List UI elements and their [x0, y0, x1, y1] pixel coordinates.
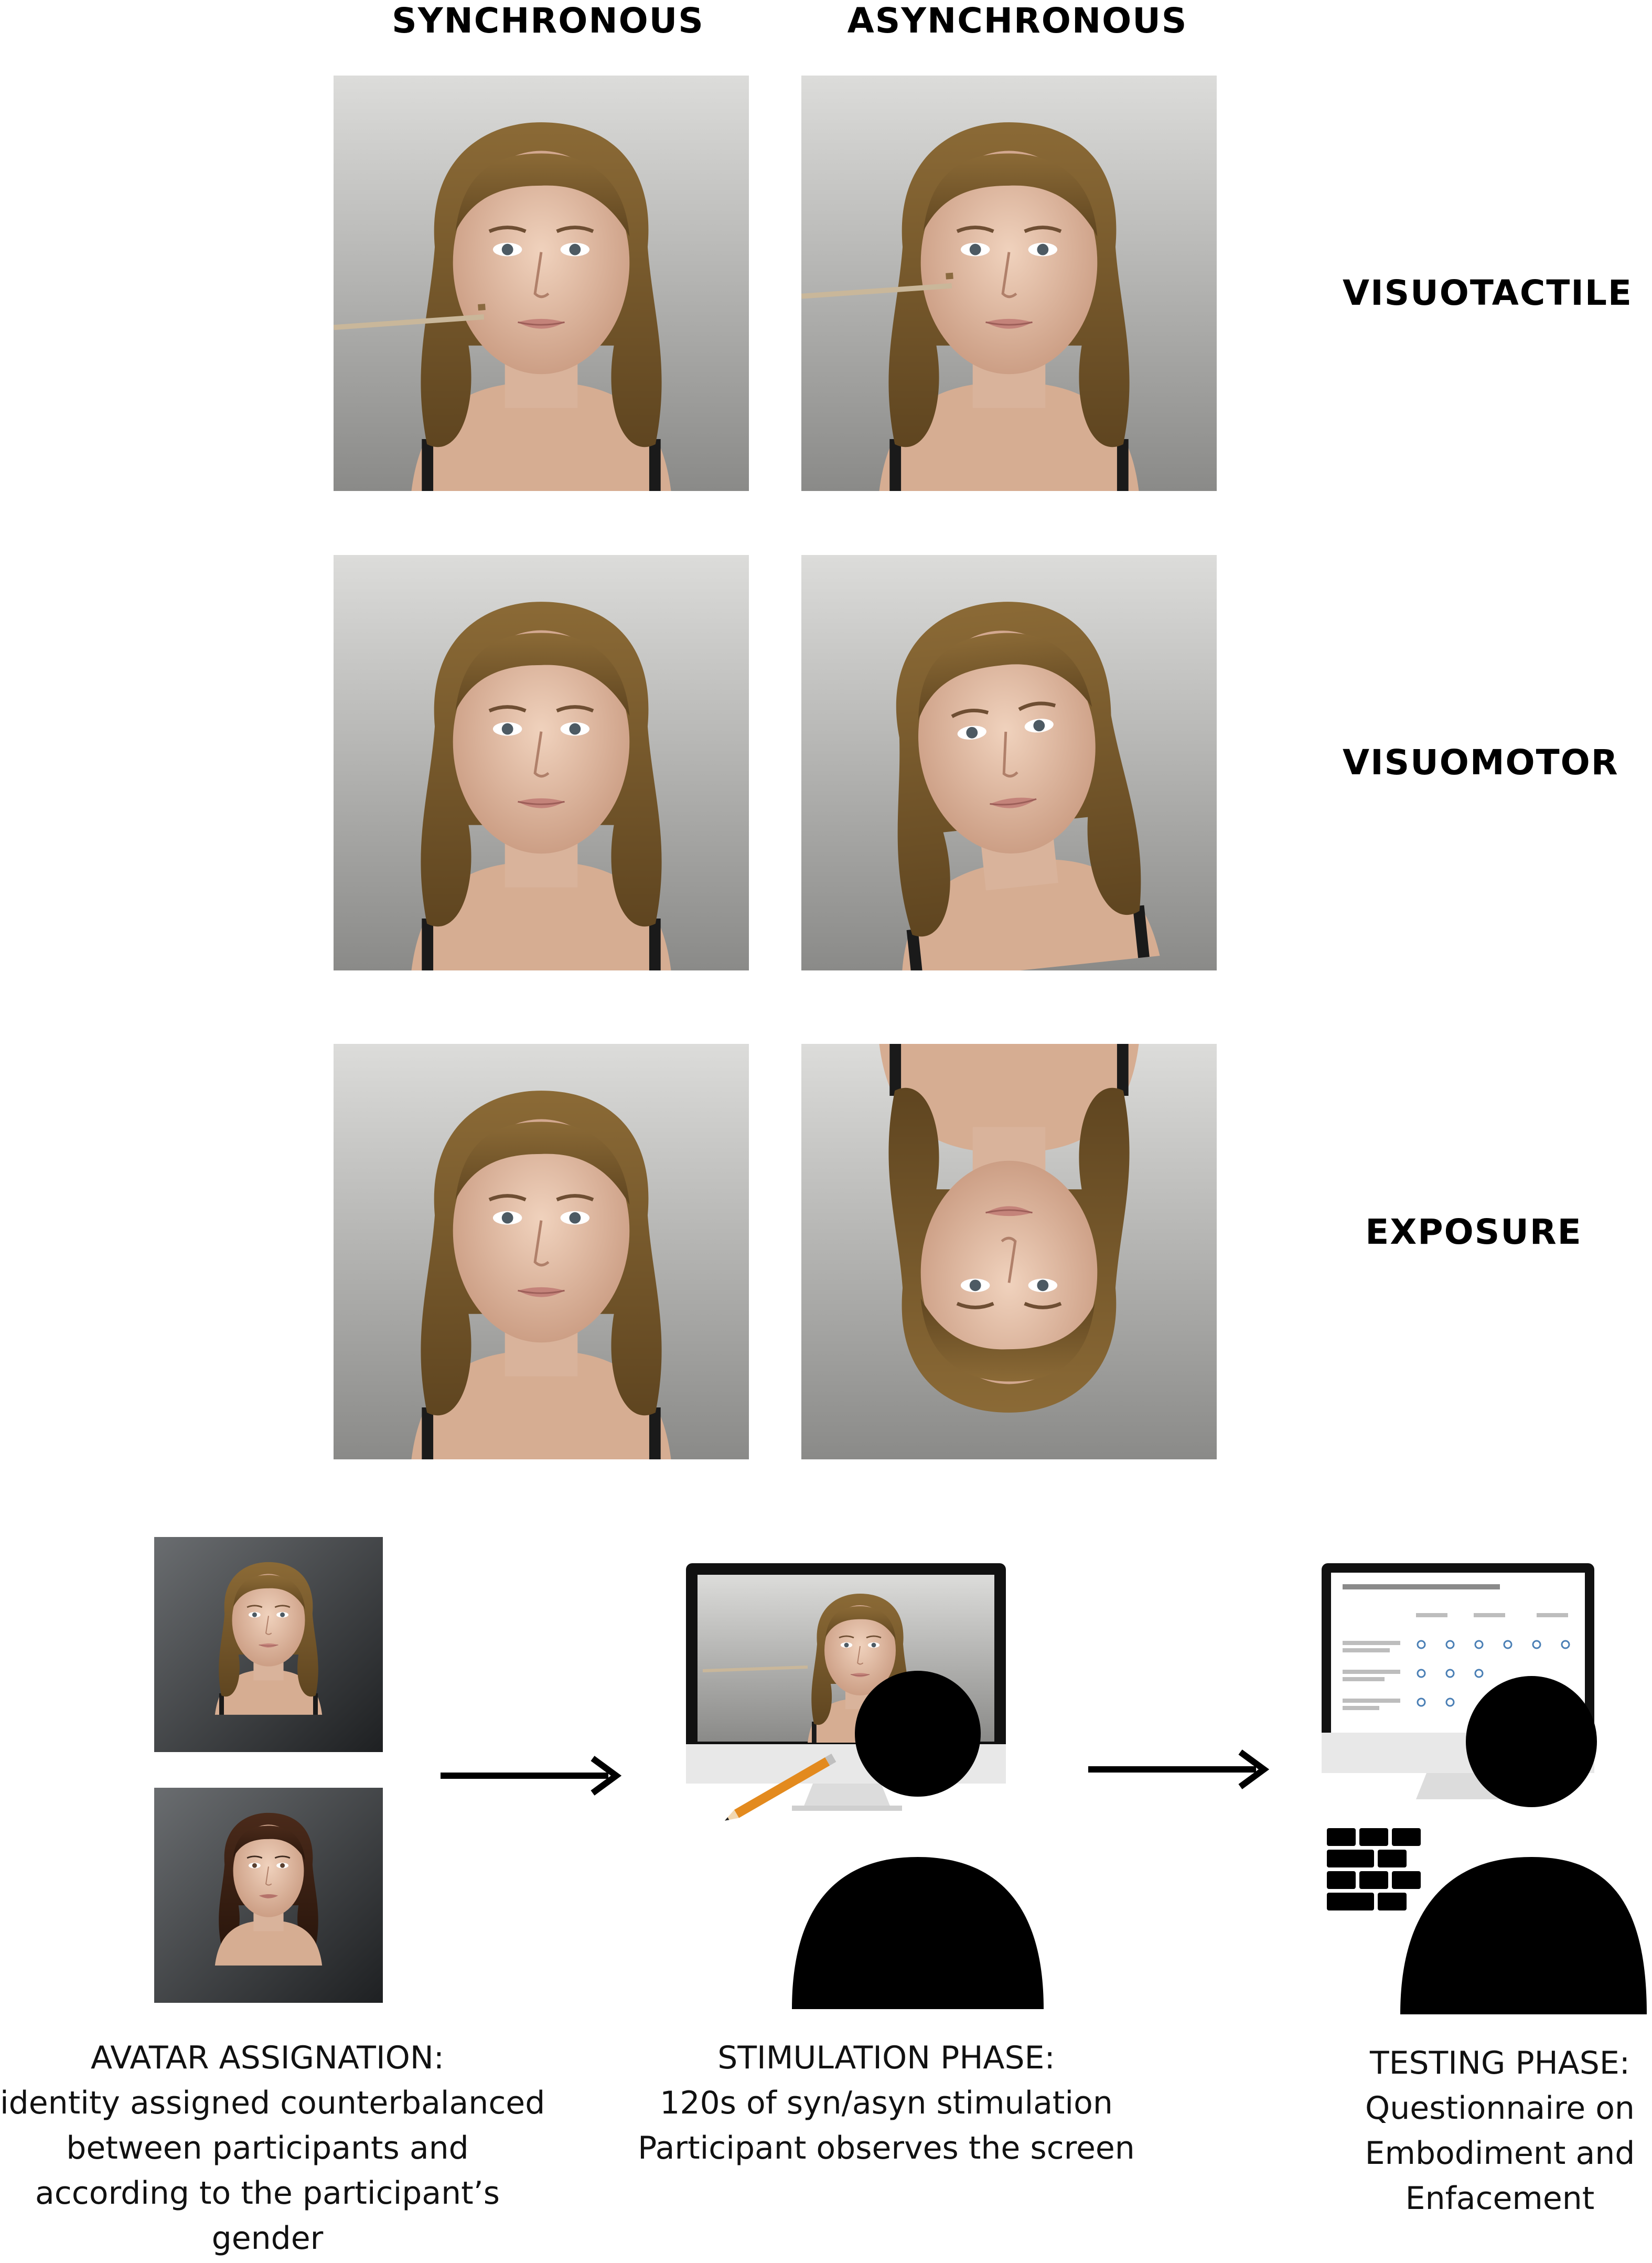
caption-line: between participants and: [66, 2130, 469, 2166]
arrow-right-icon: [441, 1756, 622, 1796]
caption-line: according to the participant’s: [35, 2175, 500, 2212]
caption-line: STIMULATION PHASE:: [717, 2040, 1055, 2076]
caption-line: AVATAR ASSIGNATION:: [91, 2040, 444, 2076]
caption-line: TESTING PHASE:: [1370, 2045, 1630, 2081]
avatar-visuotactile-synchronous: [334, 76, 749, 491]
stimulation-monitor-participant-icon: [686, 1563, 1044, 2009]
caption-line: Enfacement: [1405, 2180, 1595, 2217]
testing-monitor-participant-icon: [1322, 1563, 1647, 2014]
row-label-visuomotor: VISUOMOTOR: [1343, 742, 1619, 783]
row-label-exposure: EXPOSURE: [1365, 1212, 1582, 1252]
column-header-synchronous: SYNCHRONOUS: [392, 1, 704, 41]
caption-line: Participant observes the screen: [638, 2130, 1135, 2166]
avatar-option-female-2: [154, 1788, 383, 2003]
arrow-right-icon: [1088, 1749, 1270, 1789]
caption-line: 120s of syn/asyn stimulation: [660, 2085, 1113, 2121]
caption-avatar-assignation: AVATAR ASSIGNATION: identity assigned co…: [0, 2035, 545, 2261]
avatar-option-female-1: [154, 1537, 383, 1752]
caption-line: Questionnaire on: [1365, 2090, 1635, 2127]
avatar-visuomotor-asynchronous: [801, 555, 1217, 970]
avatar-visuomotor-synchronous: [334, 555, 749, 970]
caption-stimulation-phase: STIMULATION PHASE: 120s of syn/asyn stim…: [614, 2035, 1159, 2171]
caption-line: gender: [211, 2220, 324, 2257]
column-header-asynchronous: ASYNCHRONOUS: [847, 1, 1188, 41]
avatar-visuotactile-asynchronous: [801, 76, 1217, 491]
caption-line: Embodiment and: [1365, 2135, 1635, 2172]
avatar-exposure-asynchronous-inverted: [801, 1044, 1217, 1459]
avatar-exposure-synchronous: [334, 1044, 749, 1459]
row-label-visuotactile: VISUOTACTILE: [1343, 273, 1633, 313]
caption-line: identity assigned counterbalanced: [0, 2085, 545, 2121]
caption-testing-phase: TESTING PHASE: Questionnaire on Embodime…: [1337, 2041, 1652, 2221]
